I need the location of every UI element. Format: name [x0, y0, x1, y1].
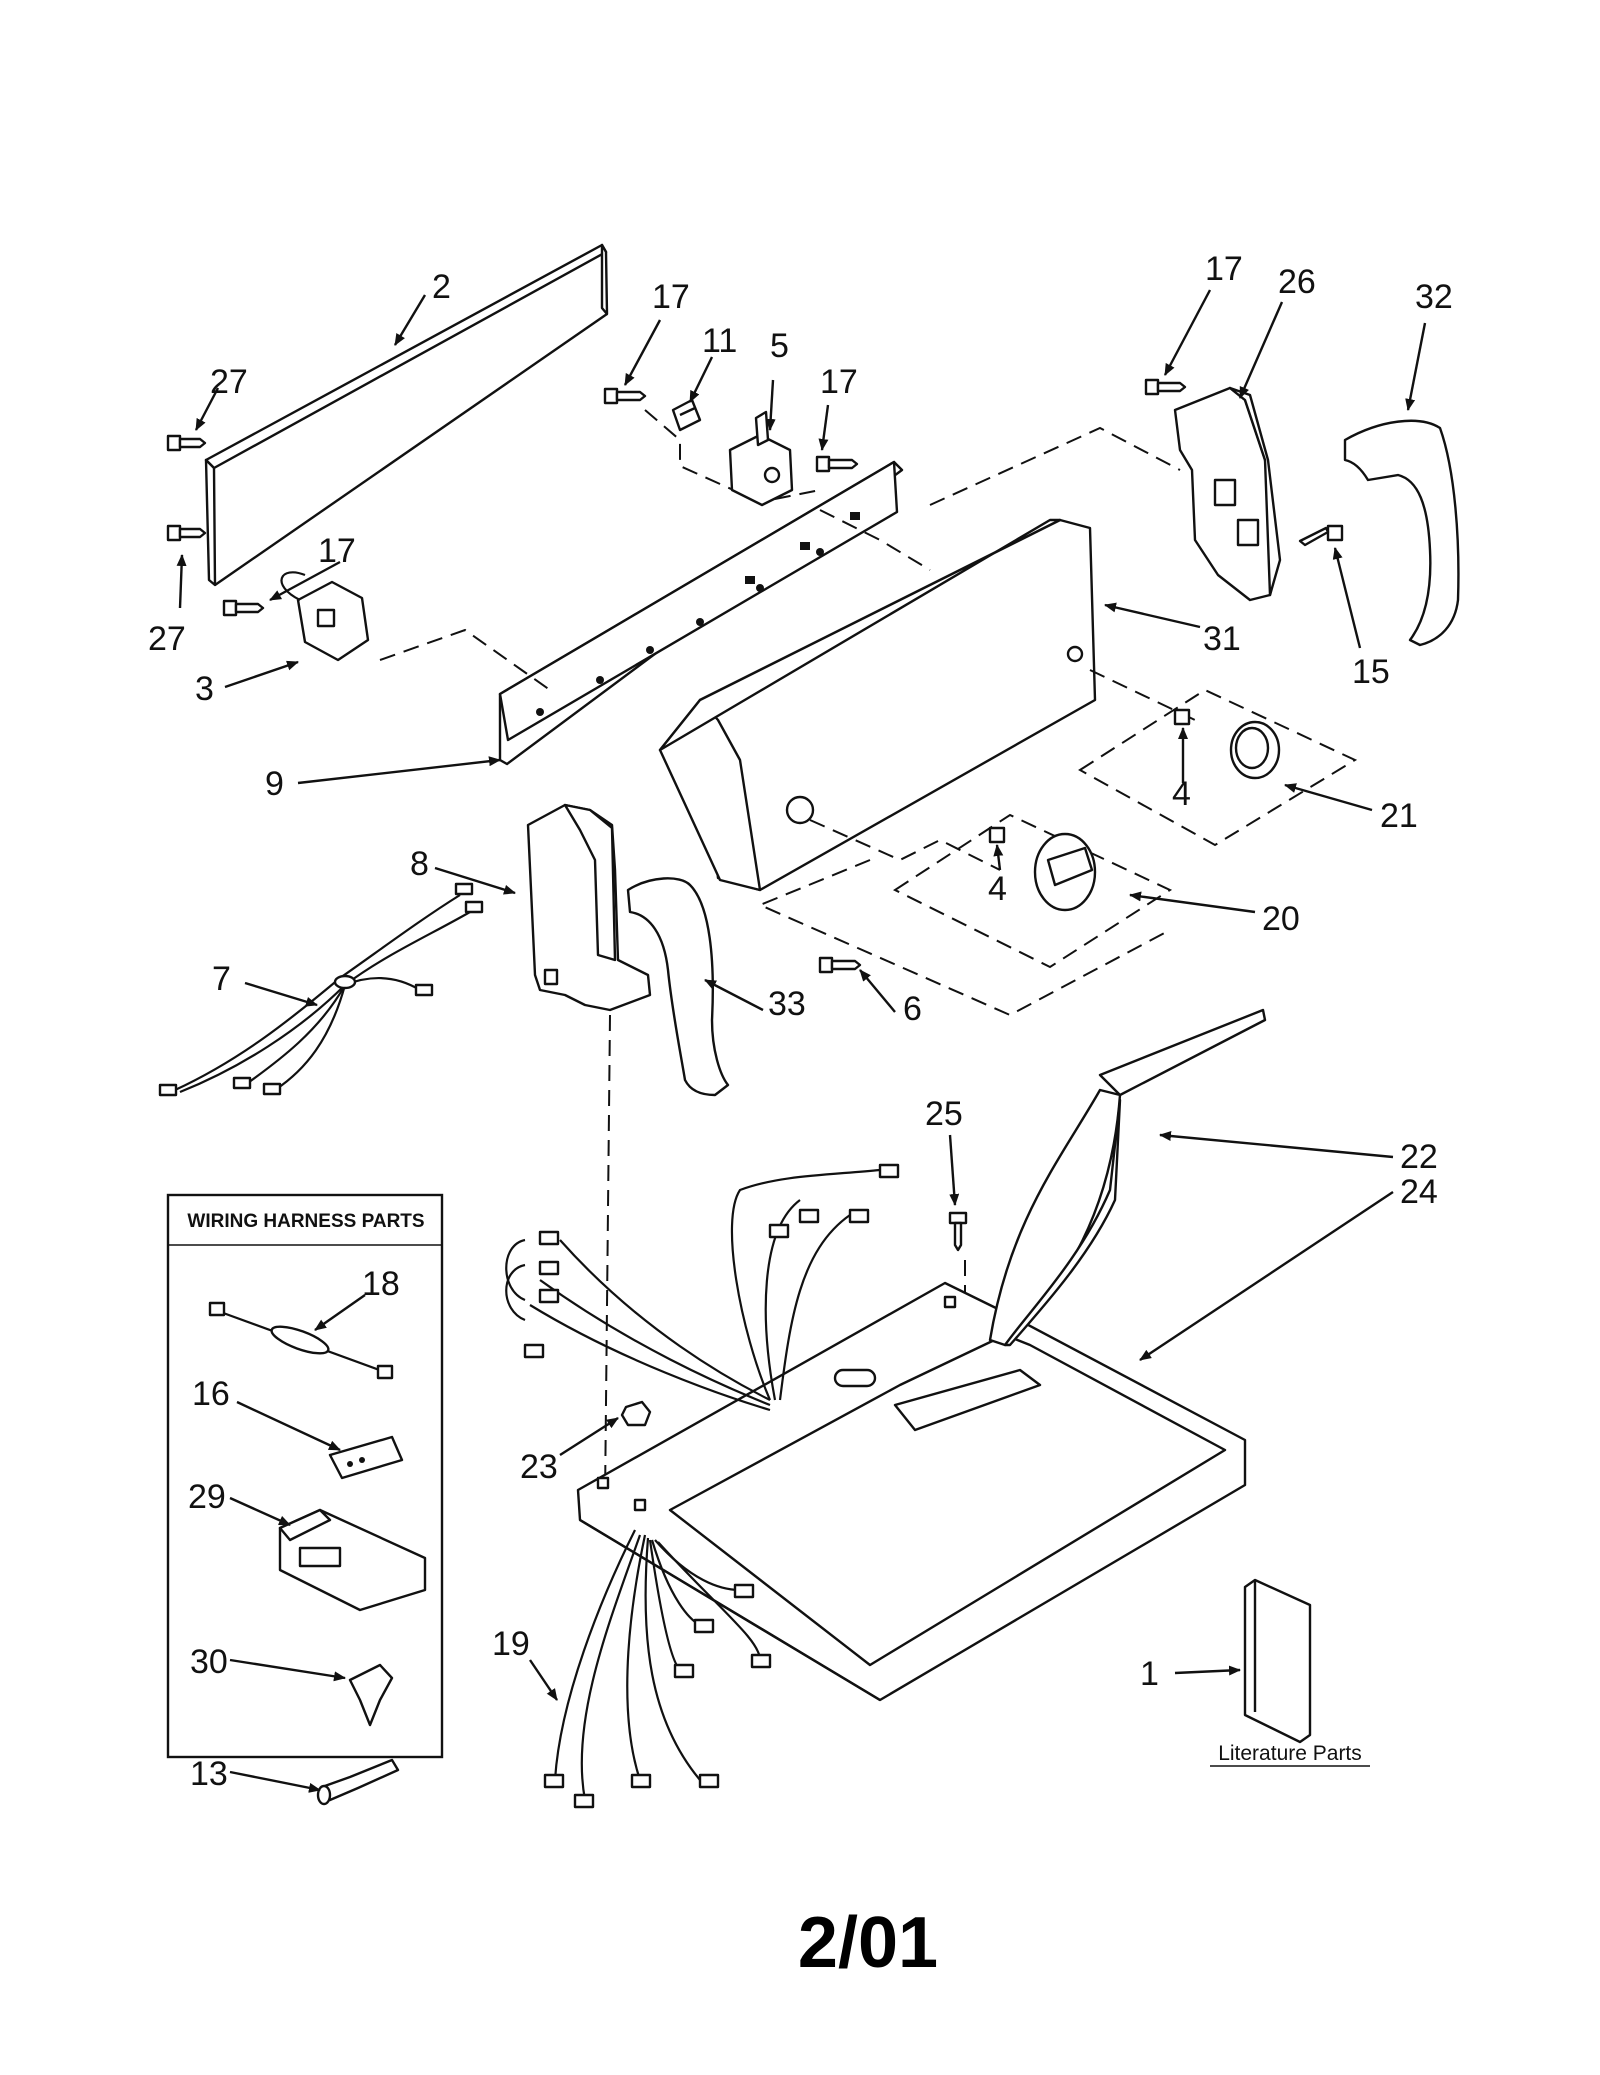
callout-13: 13 [190, 1755, 228, 1793]
callout-17-a: 17 [652, 278, 690, 316]
literature-label: Literature Parts [1218, 1742, 1362, 1765]
callout-15: 15 [1352, 653, 1390, 691]
callout-27-bottom: 27 [148, 620, 186, 658]
literature-part-1: Literature Parts [1210, 1578, 1370, 1767]
top-wire-bundle [505, 1163, 900, 1412]
screw-17-mid [815, 455, 859, 473]
callout-9: 9 [265, 765, 284, 803]
clip-part-4-upper [1173, 708, 1191, 726]
callout-labels: 2 27 27 17 11 5 17 17 3 9 17 26 32 31 15… [148, 250, 1453, 1793]
rear-panel-part [204, 243, 609, 587]
callout-11: 11 [702, 322, 737, 360]
callout-17-b: 17 [820, 363, 858, 401]
fuse-part-18 [208, 1301, 394, 1380]
connector-part-16 [328, 1435, 404, 1480]
switch-part-5 [728, 410, 794, 507]
callout-4-upper: 4 [1172, 775, 1191, 813]
end-trim-part-33 [626, 877, 730, 1097]
callout-6: 6 [903, 990, 922, 1028]
screw-17-left [222, 599, 265, 617]
screw-27-bottom [166, 524, 207, 542]
callout-4-lower: 4 [988, 870, 1007, 908]
callout-27-top: 27 [210, 363, 248, 401]
callout-24: 24 [1400, 1173, 1438, 1211]
wiring-harness-box: WIRING HARNESS PARTS [166, 1193, 444, 1806]
callout-30: 30 [190, 1643, 228, 1681]
callout-7: 7 [212, 960, 231, 998]
callout-18: 18 [362, 1265, 400, 1303]
assembly-guide-lines [379, 409, 1358, 1501]
end-cap-part-26 [1173, 386, 1282, 602]
screw-6 [818, 956, 862, 974]
wire-harness-part-7 [158, 882, 484, 1097]
footer-date: 2/01 [798, 1903, 938, 1983]
callout-3: 3 [195, 670, 214, 708]
callout-23: 23 [520, 1448, 558, 1486]
callout-17-c: 17 [318, 532, 356, 570]
grommet-part-23 [620, 1400, 652, 1427]
callout-31: 31 [1203, 620, 1241, 658]
console-part [658, 518, 1097, 892]
wire-harness-part-19 [543, 1529, 772, 1809]
screw-15 [1298, 524, 1344, 547]
screw-17-top-left [603, 387, 647, 405]
end-cap-part-8 [526, 803, 652, 1012]
wiring-box-title: WIRING HARNESS PARTS [187, 1211, 424, 1232]
control-bracket-part [498, 460, 904, 766]
lint-chute-part-22 [988, 1008, 1267, 1347]
end-trim-part-32 [1343, 419, 1460, 647]
screw-27-top [166, 434, 207, 452]
callout-20: 20 [1262, 900, 1300, 938]
screw-17-right [1144, 378, 1187, 396]
leader-arrows [176, 289, 1427, 1793]
knob-part-21 [1229, 720, 1281, 780]
callout-2: 2 [432, 268, 451, 306]
callout-8: 8 [410, 845, 429, 883]
terminal-part-13 [316, 1758, 400, 1806]
screw-25 [948, 1211, 968, 1252]
clip-part-4-lower [988, 826, 1006, 844]
switch-part-3 [280, 571, 370, 662]
callout-29: 29 [188, 1478, 226, 1516]
terminal-block-part-29 [278, 1508, 427, 1612]
knob-part-20 [1033, 832, 1097, 912]
callout-17-d: 17 [1205, 250, 1243, 288]
callout-32: 32 [1415, 278, 1453, 316]
clip-part-30 [348, 1663, 394, 1727]
callout-5: 5 [770, 327, 789, 365]
bracket-part-11 [671, 398, 702, 432]
callout-33: 33 [768, 985, 806, 1023]
callout-16: 16 [192, 1375, 230, 1413]
callout-26: 26 [1278, 263, 1316, 301]
callout-21: 21 [1380, 797, 1418, 835]
callout-1: 1 [1140, 1655, 1159, 1693]
callout-25: 25 [925, 1095, 963, 1133]
callout-22: 22 [1400, 1138, 1438, 1176]
callout-19: 19 [492, 1625, 530, 1663]
